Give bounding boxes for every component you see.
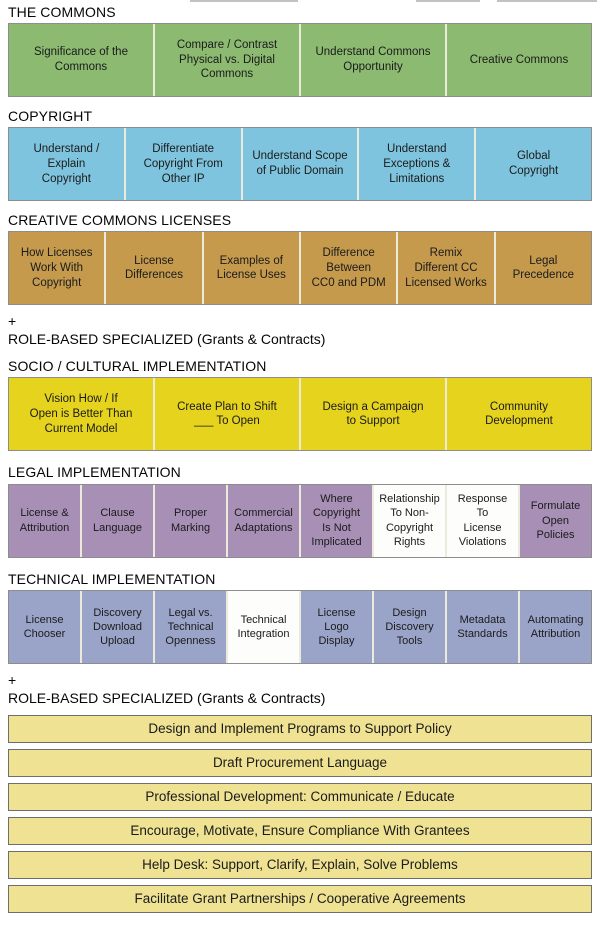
- section-title-copyright: COPYRIGHT: [8, 108, 93, 125]
- socio-cultural-cell: Community Development: [445, 378, 591, 451]
- section-title-socio-cultural: SOCIO / CULTURAL IMPLEMENTATION: [8, 358, 267, 375]
- cc-licenses-cell: How Licenses Work With Copyright: [9, 232, 105, 305]
- role-row: Help Desk: Support, Clarify, Explain, So…: [8, 850, 592, 879]
- role-row: Design and Implement Programs to Support…: [8, 714, 592, 743]
- copyright-cell: Global Copyright: [474, 128, 591, 201]
- socio-cultural-grid: Vision How / If Open is Better Than Curr…: [8, 377, 592, 452]
- commons-cell: Compare / Contrast Physical vs. Digital …: [153, 24, 299, 97]
- section-title-legal: LEGAL IMPLEMENTATION: [8, 464, 181, 481]
- cc-licenses-cell: License Differences: [104, 232, 202, 305]
- copyright-cell: Differentiate Copyright From Other IP: [123, 128, 241, 201]
- legal-grid: License & Attribution Clause Language Pr…: [8, 483, 592, 558]
- legal-cell: Formulate Open Policies: [518, 484, 591, 557]
- legal-cell-highlighted: Response To License Violations: [445, 484, 518, 557]
- technical-cell: Legal vs. Technical Openness: [153, 590, 226, 663]
- role-row: Facilitate Grant Partnerships / Cooperat…: [8, 884, 592, 913]
- copyright-cell: Understand / Explain Copyright: [9, 128, 124, 201]
- commons-cell: Creative Commons: [445, 24, 591, 97]
- cropped-text-artifact: [416, 0, 480, 2]
- technical-cell-highlighted: Technical Integration: [226, 590, 299, 663]
- technical-cell: Metadata Standards: [445, 590, 518, 663]
- cc-licenses-grid: How Licenses Work With Copyright License…: [8, 231, 592, 306]
- legal-cell: Where Copyright Is Not Implicated: [299, 484, 372, 557]
- plus-marker: +: [8, 671, 17, 688]
- section-title-the-commons: THE COMMONS: [8, 4, 116, 20]
- cc-licenses-cell: Difference Between CC0 and PDM: [298, 232, 397, 305]
- cropped-text-artifact: [497, 0, 597, 2]
- technical-cell: License Chooser: [9, 590, 80, 663]
- technical-cell: Discovery Download Upload: [80, 590, 153, 663]
- section-title-technical: TECHNICAL IMPLEMENTATION: [8, 570, 216, 587]
- copyright-cell: Understand Scope of Public Domain: [240, 128, 358, 201]
- commons-grid: Significance of the Commons Compare / Co…: [8, 23, 592, 98]
- role-row: Draft Procurement Language: [8, 748, 592, 777]
- socio-cultural-cell: Design a Campaign to Support: [299, 378, 445, 451]
- role-row: Encourage, Motivate, Ensure Compliance W…: [8, 816, 592, 845]
- legal-cell: Proper Marking: [153, 484, 226, 557]
- technical-cell: License Logo Display: [299, 590, 372, 663]
- technical-cell: Automating Attribution: [518, 590, 591, 663]
- socio-cultural-cell: Vision How / If Open is Better Than Curr…: [9, 378, 153, 451]
- technical-cell: Design Discovery Tools: [372, 590, 445, 663]
- legal-cell: Clause Language: [80, 484, 153, 557]
- copyright-grid: Understand / Explain Copyright Different…: [8, 127, 592, 202]
- commons-cell: Understand Commons Opportunity: [299, 24, 445, 97]
- role-row: Professional Development: Communicate / …: [8, 782, 592, 811]
- cc-licenses-cell: Examples of License Uses: [201, 232, 299, 305]
- technical-grid: License Chooser Discovery Download Uploa…: [8, 589, 592, 664]
- legal-cell: Commercial Adaptations: [226, 484, 299, 557]
- legal-cell: License & Attribution: [9, 484, 80, 557]
- legal-cell-highlighted: Relationship To Non- Copyright Rights: [372, 484, 445, 557]
- cc-licenses-cell: Legal Precedence: [493, 232, 591, 305]
- cropped-text-artifact: [190, 0, 298, 2]
- role-based-rows: Design and Implement Programs to Support…: [8, 714, 592, 913]
- plus-marker: +: [8, 313, 17, 330]
- cc-licenses-cell: Remix Different CC Licensed Works: [396, 232, 494, 305]
- section-title-cc-licenses: CREATIVE COMMONS LICENSES: [8, 212, 232, 229]
- copyright-cell: Understand Exceptions & Limitations: [357, 128, 475, 201]
- role-based-specialized-note: ROLE-BASED SPECIALIZED (Grants & Contrac…: [8, 689, 326, 706]
- role-based-specialized-note: ROLE-BASED SPECIALIZED (Grants & Contrac…: [8, 331, 326, 348]
- socio-cultural-cell: Create Plan to Shift ___ To Open: [153, 378, 299, 451]
- commons-cell: Significance of the Commons: [9, 24, 153, 97]
